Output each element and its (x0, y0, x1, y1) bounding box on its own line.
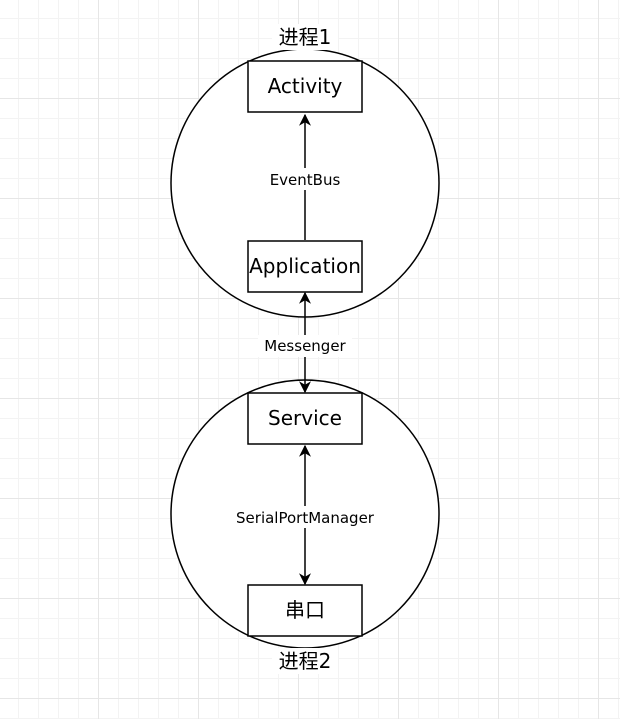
activity-node[interactable]: Activity (247, 60, 363, 113)
service-node[interactable]: Service (247, 392, 363, 445)
activity-label: Activity (268, 74, 343, 98)
serial-port-label: 串口 (285, 598, 325, 622)
application-label: Application (249, 254, 361, 278)
serialportmanager-label: SerialPortManager (236, 509, 375, 527)
serialportmanager-label-bg (228, 506, 382, 528)
process2-label-bg (272, 648, 338, 674)
serial-port-node[interactable]: 串口 (247, 584, 363, 637)
eventbus-label: EventBus (270, 171, 341, 189)
eventbus-label-bg (262, 168, 348, 190)
process1-label-bg (272, 24, 338, 50)
process1-label: 进程1 (279, 25, 332, 49)
messenger-label: Messenger (264, 337, 346, 355)
process2-label: 进程2 (279, 649, 332, 673)
application-node[interactable]: Application (247, 240, 363, 293)
service-label: Service (268, 406, 342, 430)
messenger-label-bg (258, 335, 352, 357)
